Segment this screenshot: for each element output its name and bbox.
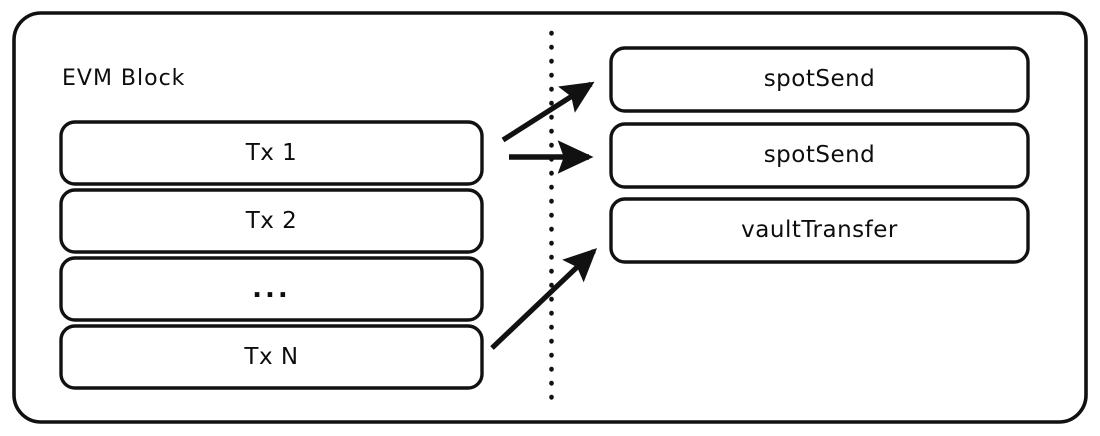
tx-box-ellipsis[interactable] bbox=[59, 256, 484, 322]
tx-box-ellipsis-label: ... bbox=[252, 274, 291, 304]
action-box-3-hit[interactable]: vaultTransfer bbox=[611, 199, 1028, 262]
tx-box-2-hit[interactable]: Tx 2 bbox=[61, 190, 482, 252]
action-box-2-hit[interactable]: spotSend bbox=[611, 124, 1028, 187]
action-box-2[interactable] bbox=[609, 122, 1030, 189]
arrow-txn-to-vaulttransfer bbox=[490, 248, 598, 350]
tx-box-1[interactable] bbox=[59, 120, 484, 186]
tx-box-1-hit[interactable]: Tx 1 bbox=[61, 122, 482, 184]
tx-box-2[interactable] bbox=[59, 188, 484, 254]
evm-block-container bbox=[12, 11, 1088, 424]
action-box-2-label: spotSend bbox=[763, 142, 876, 168]
arrow-tx1-to-spotsend-1 bbox=[501, 81, 595, 143]
action-box-1-label: spotSend bbox=[763, 66, 876, 92]
tx-box-n[interactable] bbox=[59, 324, 484, 390]
action-box-1[interactable] bbox=[609, 46, 1030, 113]
tx-box-ellipsis-hit[interactable]: ... bbox=[61, 258, 482, 320]
tx-box-2-label: Tx 2 bbox=[245, 207, 298, 234]
action-box-3-label: vaultTransfer bbox=[741, 217, 898, 243]
tx-box-n-hit[interactable]: Tx N bbox=[61, 326, 482, 388]
tx-box-1-label: Tx 1 bbox=[245, 139, 298, 166]
action-box-1-hit[interactable]: spotSend bbox=[611, 48, 1028, 111]
tx-box-n-label: Tx N bbox=[244, 343, 299, 370]
action-box-3[interactable] bbox=[609, 197, 1030, 264]
